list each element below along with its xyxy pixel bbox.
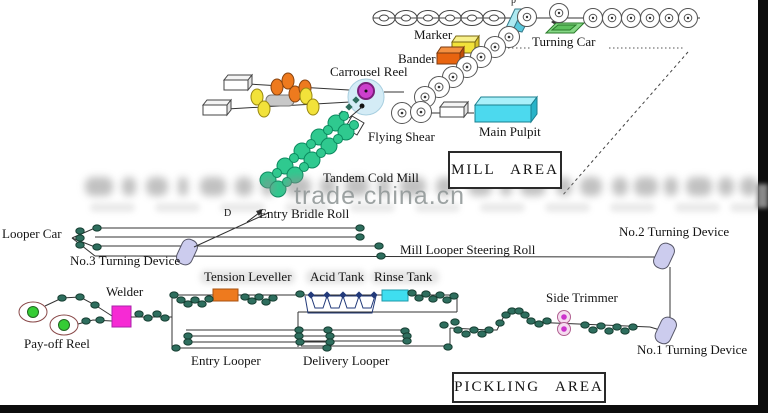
entry-pulpit-box-1 <box>223 74 253 91</box>
label-halo <box>306 270 366 284</box>
watermark-blob <box>320 177 336 196</box>
payoff-reel-icons <box>18 296 113 336</box>
label-bander: Bander <box>398 51 436 66</box>
tension-leveller-icon <box>212 288 239 302</box>
watermark-blob <box>350 203 395 212</box>
watermark-blob <box>400 177 426 196</box>
watermark-blob <box>610 203 655 212</box>
watermark-blob <box>220 203 265 212</box>
label-turning-car: Turning Car <box>532 34 596 49</box>
watermark-blob <box>664 177 678 196</box>
roll-dots <box>57 224 638 352</box>
watermark-blob <box>85 177 113 196</box>
pickling-area-title: PICKLING AREA <box>454 379 604 395</box>
label-main-pulpit: Main Pulpit <box>479 124 541 139</box>
label-welder: Welder <box>106 284 144 299</box>
label-halo <box>200 270 295 284</box>
coil-storage-row <box>583 8 698 28</box>
mill-area-box: MILL AREA <box>448 151 562 189</box>
watermark-blob <box>262 177 274 196</box>
watermark-blob <box>718 177 734 196</box>
label-delivery-looper: Delivery Looper <box>303 353 390 368</box>
no2-turning-device-icon <box>653 242 675 270</box>
watermark-blob <box>122 177 136 196</box>
watermark-blob <box>155 203 200 212</box>
label-looper-car: Looper Car <box>2 226 62 241</box>
watermark-blob <box>634 177 658 196</box>
coil-chute <box>504 7 537 33</box>
label-tension-leveller: Tension Leveller <box>204 269 292 284</box>
label-payoff-reel: Pay-off Reel <box>24 336 90 351</box>
label-tandem-cold-mill: Tandem Cold Mill <box>323 170 419 185</box>
watermark-blob <box>545 203 590 212</box>
entry-pulpit-box-2 <box>202 99 232 116</box>
watermark-blob <box>178 177 188 196</box>
watermark-blob <box>612 177 628 196</box>
watermark-blob <box>686 177 712 196</box>
label-entry-looper: Entry Looper <box>191 353 261 368</box>
rinse-tank-icon <box>381 289 409 302</box>
bridle-leader-line <box>193 209 269 248</box>
label-fragment-p: p <box>511 0 516 6</box>
label-carrousel-reel: Carrousel Reel <box>330 64 408 79</box>
label-side-trimmer: Side Trimmer <box>546 290 618 305</box>
watermark-blob <box>200 177 226 196</box>
finished-coil-row <box>372 10 506 26</box>
label-acid-tank: Acid Tank <box>310 269 365 284</box>
watermark-blob <box>415 203 460 212</box>
welder-icon <box>111 305 132 328</box>
watermark-blob <box>757 184 768 208</box>
exit-pulpit-box <box>439 101 469 118</box>
no1-turning-device-icon <box>654 316 677 345</box>
label-fragment-d: D <box>224 208 232 219</box>
mill-area-title: MILL AREA <box>451 161 559 178</box>
label-no2-turning-device: No.2 Turning Device <box>619 224 730 239</box>
watermark-blob <box>378 177 390 196</box>
watermark-blob <box>146 177 168 196</box>
label-rinse-tank: Rinse Tank <box>374 269 433 284</box>
watermark-blob <box>580 177 602 196</box>
acid-tank-icon <box>304 291 378 314</box>
watermark-text: trade.china.cn <box>294 182 466 210</box>
watermark-blob <box>90 203 135 212</box>
side-trimmer-icon <box>557 310 571 336</box>
pickling-area-box: PICKLING AREA <box>452 372 606 403</box>
watermark-blob <box>740 177 758 196</box>
watermark-blob <box>235 177 253 196</box>
label-no3-turning-device: No.3 Turning Device <box>70 253 181 268</box>
watermark-blob <box>675 203 720 212</box>
carrousel-reel-icon <box>347 78 385 119</box>
label-halo <box>371 270 439 284</box>
turning-car-icon <box>544 3 586 34</box>
bottom-border-bar <box>0 405 768 413</box>
watermark-blob <box>730 203 765 212</box>
main-pulpit-box <box>474 95 538 124</box>
no3-turning-device-icon <box>176 238 198 266</box>
watermark-blob <box>285 177 311 196</box>
payoff-roll-cluster <box>250 72 320 118</box>
label-mill-looper-steering-roll: Mill Looper Steering Roll <box>400 242 536 257</box>
watermark-blob <box>345 177 369 196</box>
watermark-blob <box>480 203 525 212</box>
label-entry-bridle-roll: Entry Bridle Roll <box>259 206 350 221</box>
label-marker: Marker <box>414 27 453 42</box>
label-flying-shear: Flying Shear <box>368 129 435 144</box>
label-no1-turning-device: No.1 Turning Device <box>637 342 748 357</box>
watermark-blob <box>285 203 330 212</box>
